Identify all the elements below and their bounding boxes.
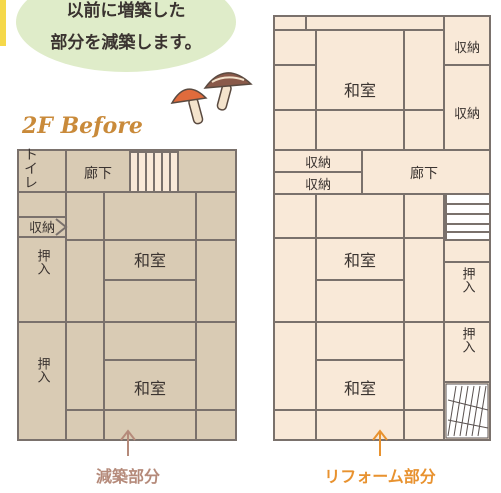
- before-storage-label: 収納: [29, 221, 55, 236]
- before-oshiire-top-label: 押入: [35, 249, 51, 275]
- before-arrow: [120, 429, 136, 456]
- after-storage-mid1-label: 収納: [305, 156, 331, 171]
- hatched-area: [445, 383, 489, 439]
- before-oshiire-bottom-label: 押入: [35, 357, 51, 383]
- after-oshiire-1-label: 押入: [460, 267, 476, 293]
- before-room-bottom-label: 和室: [134, 379, 166, 398]
- before-caption: 減築部分: [96, 467, 160, 486]
- bubble-line2: 部分を減築します。: [50, 32, 201, 53]
- before-room-top-label: 和室: [134, 251, 166, 270]
- after-room-bottom-label: 和室: [344, 379, 376, 398]
- after-storage-top2-label: 収納: [454, 107, 480, 122]
- before-plan: [17, 149, 237, 441]
- before-corridor-label: 廊下: [84, 165, 112, 182]
- before-toilet-label: トイレ: [22, 147, 38, 189]
- yellow-accent: [0, 0, 6, 46]
- after-storage-top1-label: 収納: [454, 41, 480, 56]
- before-heading: 2F Before: [21, 113, 143, 139]
- after-room-top-label: 和室: [344, 81, 376, 100]
- after-corridor-label: 廊下: [410, 165, 438, 182]
- mushroom-icon: [170, 72, 253, 125]
- after-caption: リフォーム部分: [324, 467, 436, 486]
- after-storage-mid2-label: 収納: [305, 178, 331, 193]
- bubble-line1: 以前に増築した: [67, 0, 186, 21]
- after-arrow: [372, 429, 388, 456]
- after-room-mid-label: 和室: [344, 251, 376, 270]
- after-oshiire-2-label: 押入: [460, 327, 476, 353]
- after-plan: [273, 15, 491, 441]
- speech-bubble: [16, 0, 236, 72]
